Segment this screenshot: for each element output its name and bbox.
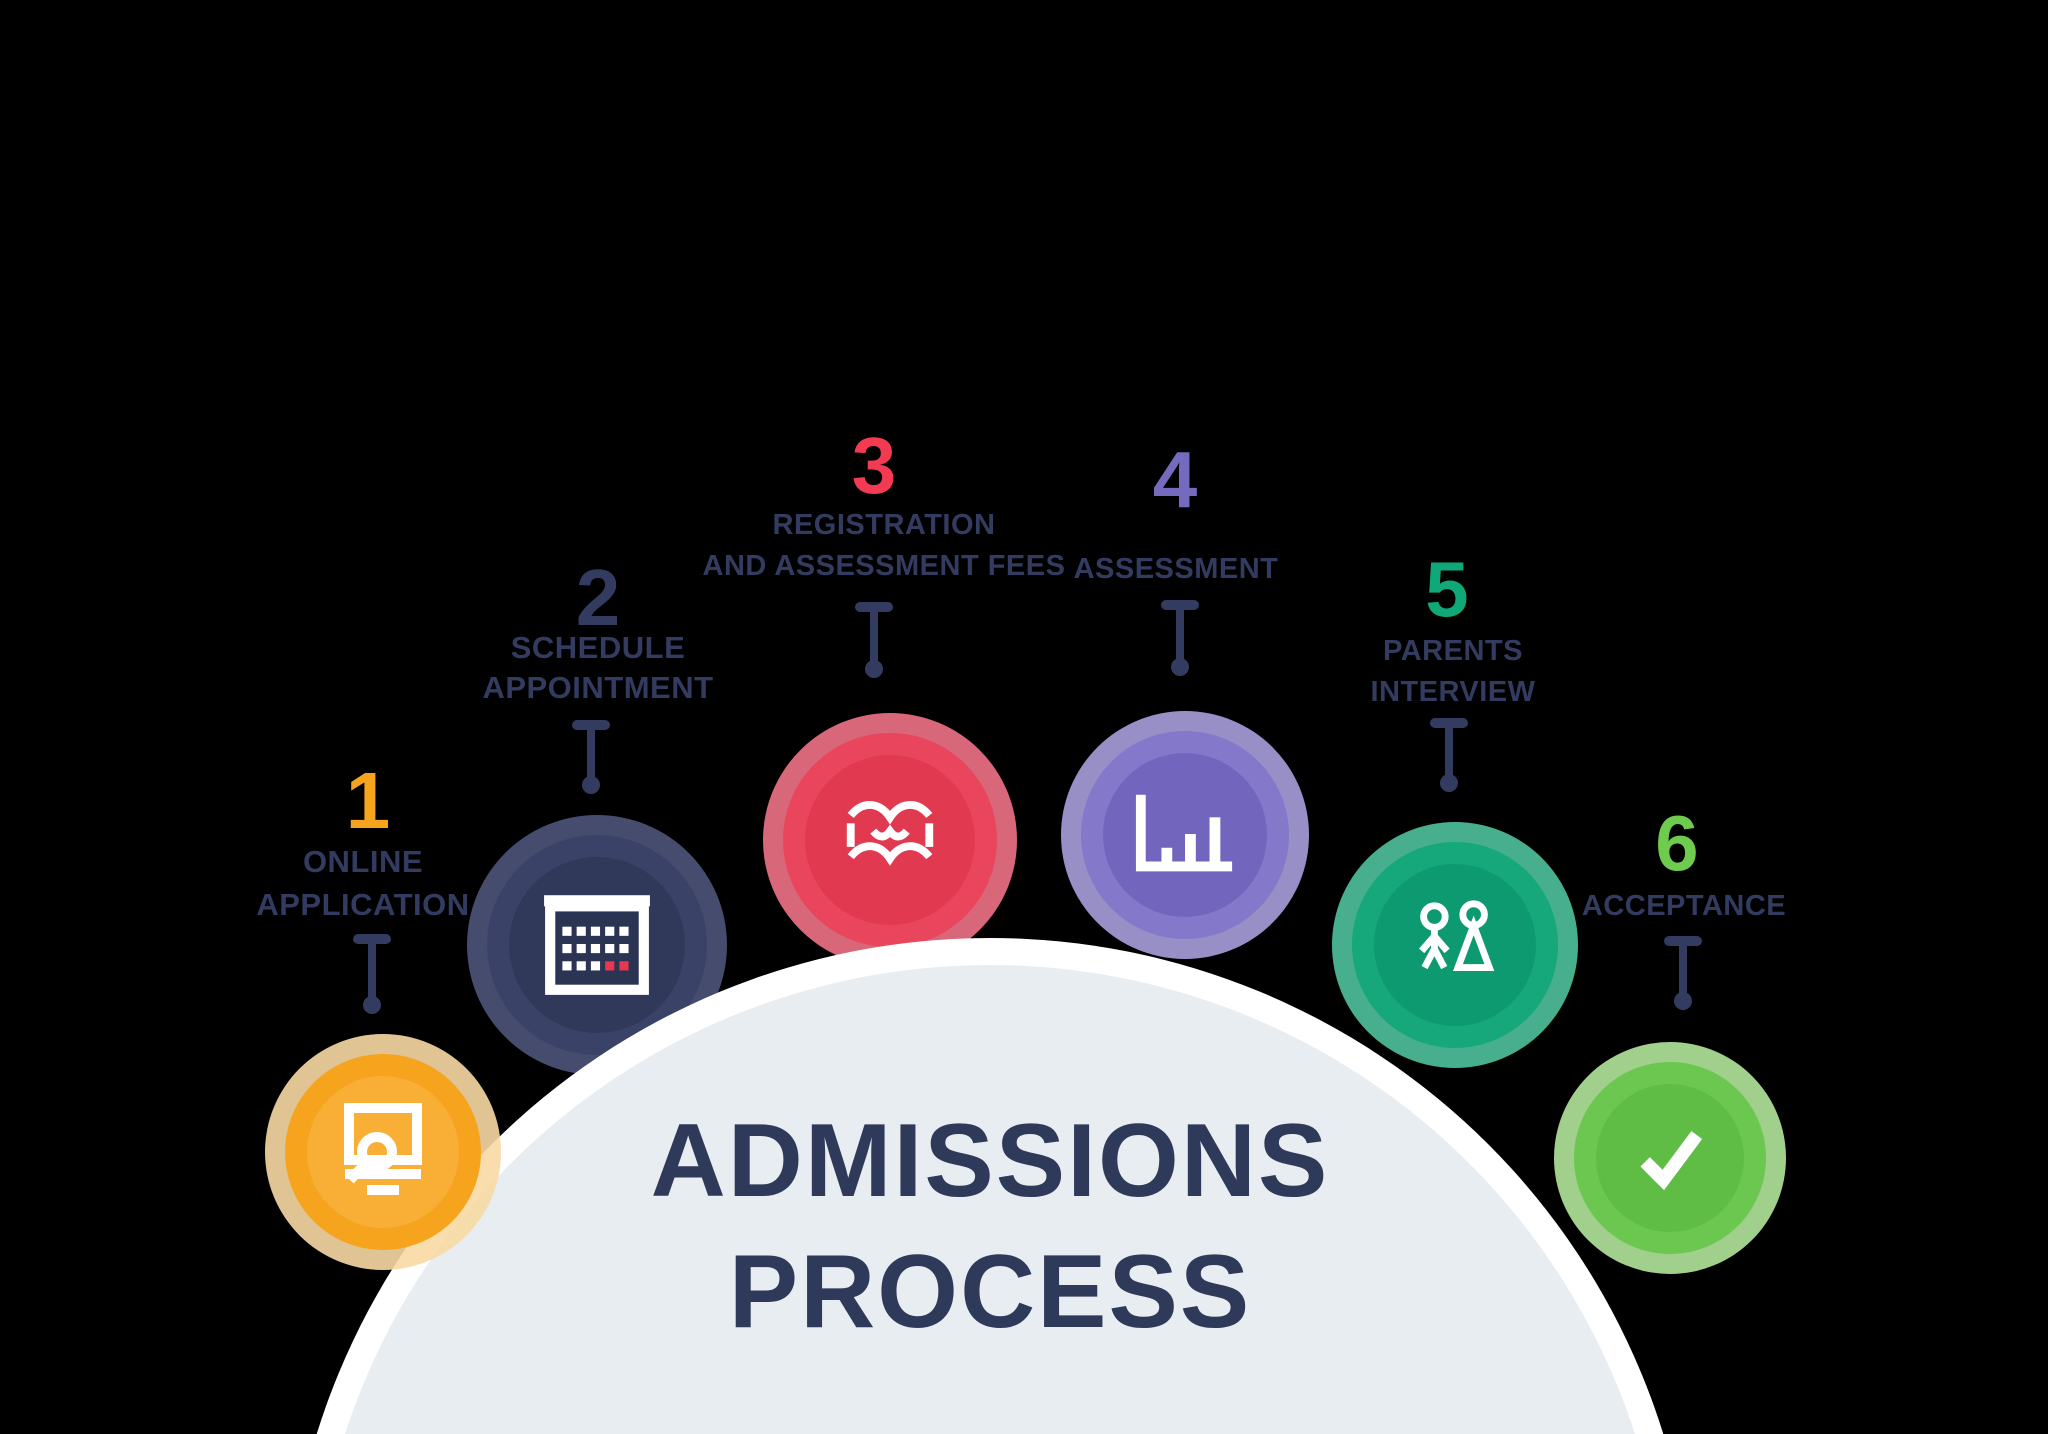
bar-chart-icon [1135, 794, 1233, 872]
connector-stem [870, 606, 878, 664]
label-line: APPLICATION [256, 887, 470, 922]
calendar-icon [544, 895, 650, 995]
connector-stem [587, 724, 595, 780]
step-1-number: 1 [345, 756, 391, 845]
step-circle-schedule-appointment [467, 815, 727, 1075]
label-line: ONLINE [302, 844, 424, 879]
connector-stem [1679, 940, 1687, 996]
label-line: APPOINTMENT [482, 670, 714, 705]
open-book-icon [846, 801, 934, 866]
connector-dot [1171, 658, 1189, 676]
step-4-number: 4 [1152, 435, 1198, 524]
title-line-1: ADMISSIONS [650, 1103, 1330, 1219]
circle-inner-disc [1374, 864, 1536, 1026]
connector-dot [1674, 992, 1692, 1010]
page-title: ADMISSIONS PROCESS [340, 1096, 1640, 1358]
connector-dot [363, 996, 381, 1014]
step-6-number: 6 [1655, 799, 1699, 887]
parents-icon [1419, 900, 1495, 971]
step-6-label: ACCEPTANCE [1474, 886, 1894, 927]
label-line: REGISTRATION [772, 509, 996, 541]
circle-inner-disc [307, 1076, 459, 1228]
step-circle-online-application [265, 1034, 501, 1270]
connector-stem [1445, 722, 1453, 778]
checkmark-icon [1640, 1131, 1703, 1191]
step-1-label: ONLINE APPLICATION [153, 840, 573, 926]
step-circle-registration-fees [763, 713, 1017, 967]
circle-inner-disc [1596, 1084, 1744, 1232]
label-line: ASSESSMENT [1073, 553, 1279, 585]
step-2-label: SCHEDULE APPOINTMENT [388, 628, 808, 708]
label-line: SCHEDULE [510, 630, 686, 665]
step-circle-acceptance [1554, 1042, 1786, 1274]
connector-stem [368, 938, 376, 1000]
connector-dot [582, 776, 600, 794]
step-5-number: 5 [1425, 545, 1469, 633]
label-line: ACCEPTANCE [1581, 890, 1787, 922]
title-line-2: PROCESS [728, 1234, 1252, 1350]
label-line: INTERVIEW [1370, 676, 1536, 708]
step-circle-parents-interview [1332, 822, 1578, 1068]
connector-stem [1176, 604, 1184, 662]
monitor-search-icon [344, 1103, 422, 1195]
label-line: AND ASSESSMENT FEES [702, 550, 1066, 582]
step-3-number: 3 [851, 421, 897, 510]
connector-dot [865, 660, 883, 678]
step-4-label: ASSESSMENT [966, 549, 1386, 590]
connector-dot [1440, 774, 1458, 792]
label-line: PARENTS [1383, 635, 1523, 667]
circle-inner-disc [805, 755, 975, 925]
step-circle-assessment [1061, 711, 1309, 959]
step-5-label: PARENTS INTERVIEW [1243, 631, 1663, 713]
step-2-number: 2 [575, 553, 621, 642]
step-3-label: REGISTRATION AND ASSESSMENT FEES [674, 505, 1094, 587]
